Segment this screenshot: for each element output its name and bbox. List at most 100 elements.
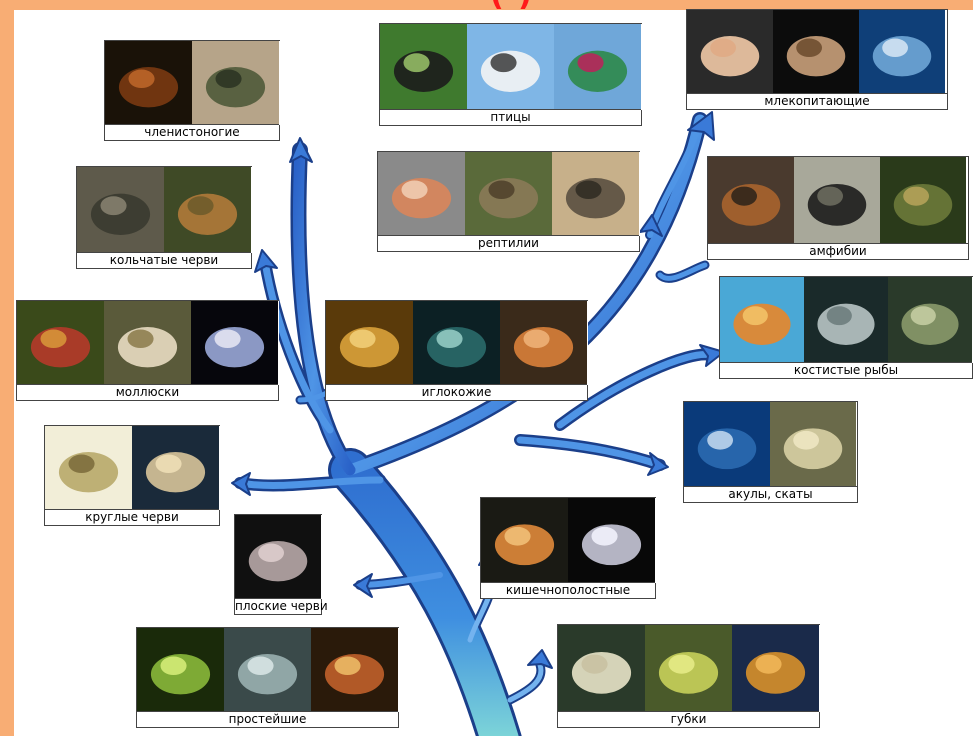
dolphin-photo [859, 10, 945, 94]
photo-ostrich [380, 24, 468, 110]
paramecium-photo [224, 628, 311, 712]
photo-snake [378, 152, 466, 236]
group-card-annelids: кольчатые черви [76, 166, 252, 269]
group-label-cnidarians: кишечнополостные [481, 582, 655, 598]
photo-planarian [235, 515, 322, 599]
newt-photo [708, 157, 794, 244]
komodo-lizard-photo [465, 152, 552, 236]
group-label-sharks-rays: акулы, скаты [684, 486, 857, 502]
group-card-mammals: млекопитающие [686, 9, 948, 110]
sea-anemone-photo [481, 498, 568, 583]
sponge-white-photo [558, 625, 645, 712]
sea-urchin-photo [413, 301, 500, 385]
photo-nudibranch [17, 301, 105, 385]
group-card-amphibians: амфибии [707, 156, 969, 260]
group-label-mammals: млекопитающие [687, 93, 947, 109]
squid-photo [191, 301, 278, 385]
sponge-yellow-photo [645, 625, 732, 712]
photo-sponge-white [558, 625, 646, 712]
planarian-photo [235, 515, 321, 599]
photo-paramecium [224, 628, 312, 712]
photo-bat [773, 10, 860, 94]
photo-earthworm [164, 167, 252, 253]
photo-amoeba [311, 628, 399, 712]
amoeba-photo [311, 628, 398, 712]
photo-snail [104, 301, 192, 385]
group-label-flatworms: плоские черви [235, 598, 321, 614]
group-label-protists: простейшие [137, 711, 398, 727]
group-label-molluscs: моллюски [17, 384, 278, 400]
nematode-photo [45, 426, 132, 510]
leech-photo [77, 167, 164, 253]
group-label-arthropods: членистоногие [105, 124, 279, 140]
photo-pike [888, 277, 973, 363]
group-label-annelids: кольчатые черви [77, 252, 251, 268]
shark-photo [684, 402, 770, 487]
tortoise-photo [552, 152, 639, 236]
earthworm-photo [164, 167, 251, 253]
jellyfish-photo [568, 498, 655, 583]
group-card-roundworms: круглые черви [44, 425, 220, 526]
sponge-orange-photo [732, 625, 819, 712]
group-card-molluscs: моллюски [16, 300, 279, 401]
roundworm-closeup-photo [132, 426, 219, 510]
albatross-photo [467, 24, 554, 110]
centipede-photo [105, 41, 192, 125]
photo-starfish [500, 301, 588, 385]
trout-photo [804, 277, 888, 363]
photo-euglena [137, 628, 225, 712]
photo-ray [770, 402, 857, 487]
photo-nematode [45, 426, 133, 510]
caecilian-photo [794, 157, 880, 244]
bat-photo [773, 10, 859, 94]
snail-photo [104, 301, 191, 385]
photo-albatross [467, 24, 555, 110]
group-label-echinoderms: иглокожие [326, 384, 587, 400]
photo-goldfish [720, 277, 805, 363]
starfish-photo [500, 301, 587, 385]
photo-dolphin [859, 10, 946, 94]
group-label-reptiles: рептилии [378, 235, 639, 251]
photo-toad [880, 157, 967, 244]
group-card-cnidarians: кишечнополостные [480, 497, 656, 599]
photo-squid [191, 301, 279, 385]
ray-photo [770, 402, 856, 487]
photo-caecilian [794, 157, 881, 244]
photo-sea-anemone [481, 498, 569, 583]
photo-shark [684, 402, 771, 487]
photo-sea-urchin [413, 301, 501, 385]
group-card-sharks-rays: акулы, скаты [683, 401, 858, 503]
snake-photo [378, 152, 465, 236]
photo-hummingbird [554, 24, 642, 110]
photo-sea-lily [326, 301, 414, 385]
group-card-sponges: губки [557, 624, 820, 728]
photo-leech [77, 167, 165, 253]
group-card-reptiles: рептилии [377, 151, 640, 252]
toad-photo [880, 157, 966, 244]
nudibranch-photo [17, 301, 104, 385]
group-card-arthropods: членистоногие [104, 40, 280, 141]
group-label-amphibians: амфибии [708, 243, 968, 259]
crayfish-photo [192, 41, 279, 125]
group-label-sponges: губки [558, 711, 819, 727]
pike-photo [888, 277, 972, 363]
group-card-bony-fish: костистые рыбы [719, 276, 973, 379]
sea-lily-photo [326, 301, 413, 385]
photo-komodo-lizard [465, 152, 553, 236]
group-label-bony-fish: костистые рыбы [720, 362, 972, 378]
photo-baby [687, 10, 774, 94]
group-card-echinoderms: иглокожие [325, 300, 588, 401]
photo-newt [708, 157, 795, 244]
photo-sponge-yellow [645, 625, 733, 712]
photo-sponge-orange [732, 625, 820, 712]
baby-photo [687, 10, 773, 94]
photo-roundworm-closeup [132, 426, 220, 510]
photo-crayfish [192, 41, 280, 125]
group-label-birds: птицы [380, 109, 641, 125]
photo-jellyfish [568, 498, 656, 583]
ostrich-photo [380, 24, 467, 110]
photo-centipede [105, 41, 193, 125]
hummingbird-photo [554, 24, 641, 110]
euglena-photo [137, 628, 224, 712]
